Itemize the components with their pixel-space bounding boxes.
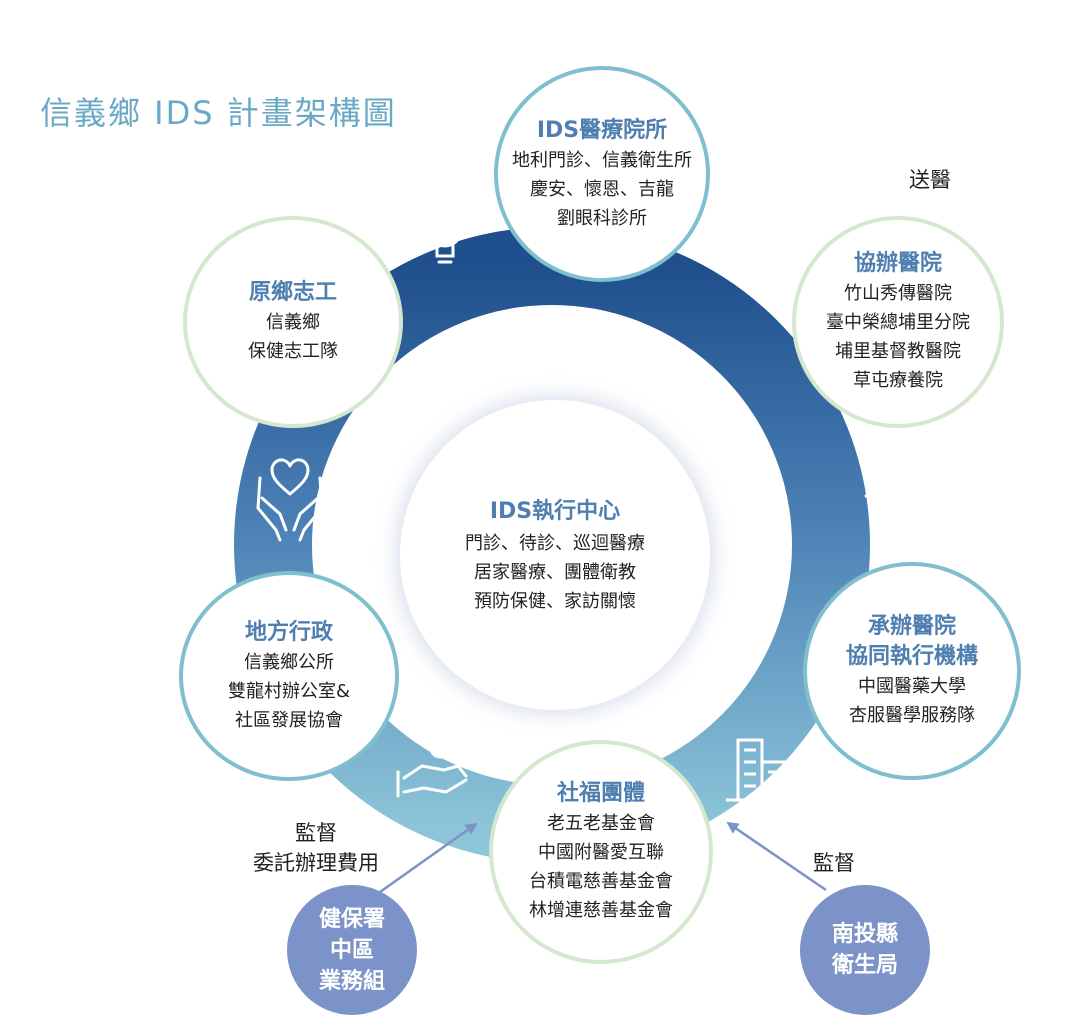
node-indigenous-volunteers: 原鄉志工 信義鄉 保健志工隊: [183, 216, 403, 428]
building-icon: [726, 738, 796, 802]
node-line: 竹山秀傳醫院: [844, 283, 952, 304]
label-line: 監督: [295, 821, 337, 845]
lightbulb-icon: [408, 194, 482, 264]
node-line: 保健志工隊: [248, 341, 338, 362]
center-line: 門診、待診、巡迴醫療: [465, 532, 645, 554]
arrow-nhi-to-social: [379, 822, 478, 894]
hand-coin-icon: [396, 737, 468, 798]
node-title: IDS醫療院所: [536, 117, 668, 143]
node-line: 老五老基金會: [547, 813, 655, 834]
node-line: 地利門診、信義衛生所: [512, 149, 692, 171]
node-assisting-hospitals: 協辦醫院 竹山秀傳醫院 臺中榮總埔里分院 埔里基督教醫院 草屯療養院: [792, 216, 1004, 428]
agency-nantou-health: 南投縣 衛生局: [800, 885, 930, 1015]
agency-line: 南投縣: [831, 922, 898, 947]
node-line: 中國醫藥大學: [858, 676, 966, 697]
center-line: 居家醫療、團體衛教: [474, 561, 636, 583]
node-local-administration: 地方行政 信義鄉公所 雙龍村辦公室& 社區發展協會: [179, 571, 399, 781]
node-title: 社福團體: [556, 781, 645, 806]
node-title: 協辦醫院: [853, 251, 942, 276]
node-line: 劉眼科診所: [557, 207, 647, 229]
agency-line: 中區: [329, 937, 374, 963]
agency-line: 業務組: [318, 968, 385, 994]
label-supervise-left: 監督 委託辦理費用: [230, 818, 402, 878]
label-supervise-right: 監督: [813, 851, 855, 875]
hands-heart-icon: [256, 458, 324, 542]
label-send-medical: 送醫: [909, 168, 951, 192]
agency-line: 健保署: [318, 906, 385, 932]
node-line: 杏服醫學服務隊: [849, 705, 975, 726]
page-title: 信義鄉 IDS 計畫架構圖: [40, 94, 397, 132]
node-title: 承辦醫院: [867, 614, 956, 639]
node-line: 臺中榮總埔里分院: [826, 312, 970, 333]
node-line: 社區發展協會: [235, 709, 343, 731]
node-line: 埔里基督教醫院: [835, 341, 961, 362]
node-line: 信義鄉: [266, 312, 320, 333]
arrow-health-to-social: [726, 821, 827, 892]
node-line: 台積電慈善基金會: [529, 871, 673, 892]
center-line: 預防保健、家訪關懷: [474, 590, 636, 612]
node-title: 協同執行機構: [845, 644, 978, 669]
node-title: 地方行政: [244, 619, 333, 645]
node-ids-clinics: IDS醫療院所 地利門診、信義衛生所 慶安、懷恩、吉龍 劉眼科診所: [494, 66, 710, 282]
center-node-ids-executive: IDS執行中心 門診、待診、巡迴醫療 居家醫療、團體衛教 預防保健、家訪關懷: [400, 400, 710, 710]
agency-line: 衛生局: [831, 953, 898, 978]
center-title: IDS執行中心: [489, 498, 621, 524]
node-line: 信義鄉公所: [244, 651, 334, 673]
node-contracted-hospital: 承辦醫院 協同執行機構 中國醫藥大學 杏服醫學服務隊: [803, 562, 1021, 780]
node-line: 雙龍村辦公室&: [227, 680, 351, 702]
heart-pulse-icon: [720, 196, 800, 270]
node-line: 中國附醫愛互聯: [538, 842, 664, 863]
agency-nhi-central: 健保署 中區 業務組: [287, 885, 417, 1015]
node-social-welfare: 社福團體 老五老基金會 中國附醫愛互聯 台積電慈善基金會 林增連慈善基金會: [489, 740, 713, 964]
node-line: 草屯療養院: [853, 370, 943, 391]
node-line: 慶安、懷恩、吉龍: [530, 178, 674, 200]
handshake-icon: [864, 482, 954, 542]
node-line: 林增連慈善基金會: [529, 900, 673, 921]
label-line: 委託辦理費用: [253, 851, 379, 875]
node-title: 原鄉志工: [248, 280, 337, 305]
